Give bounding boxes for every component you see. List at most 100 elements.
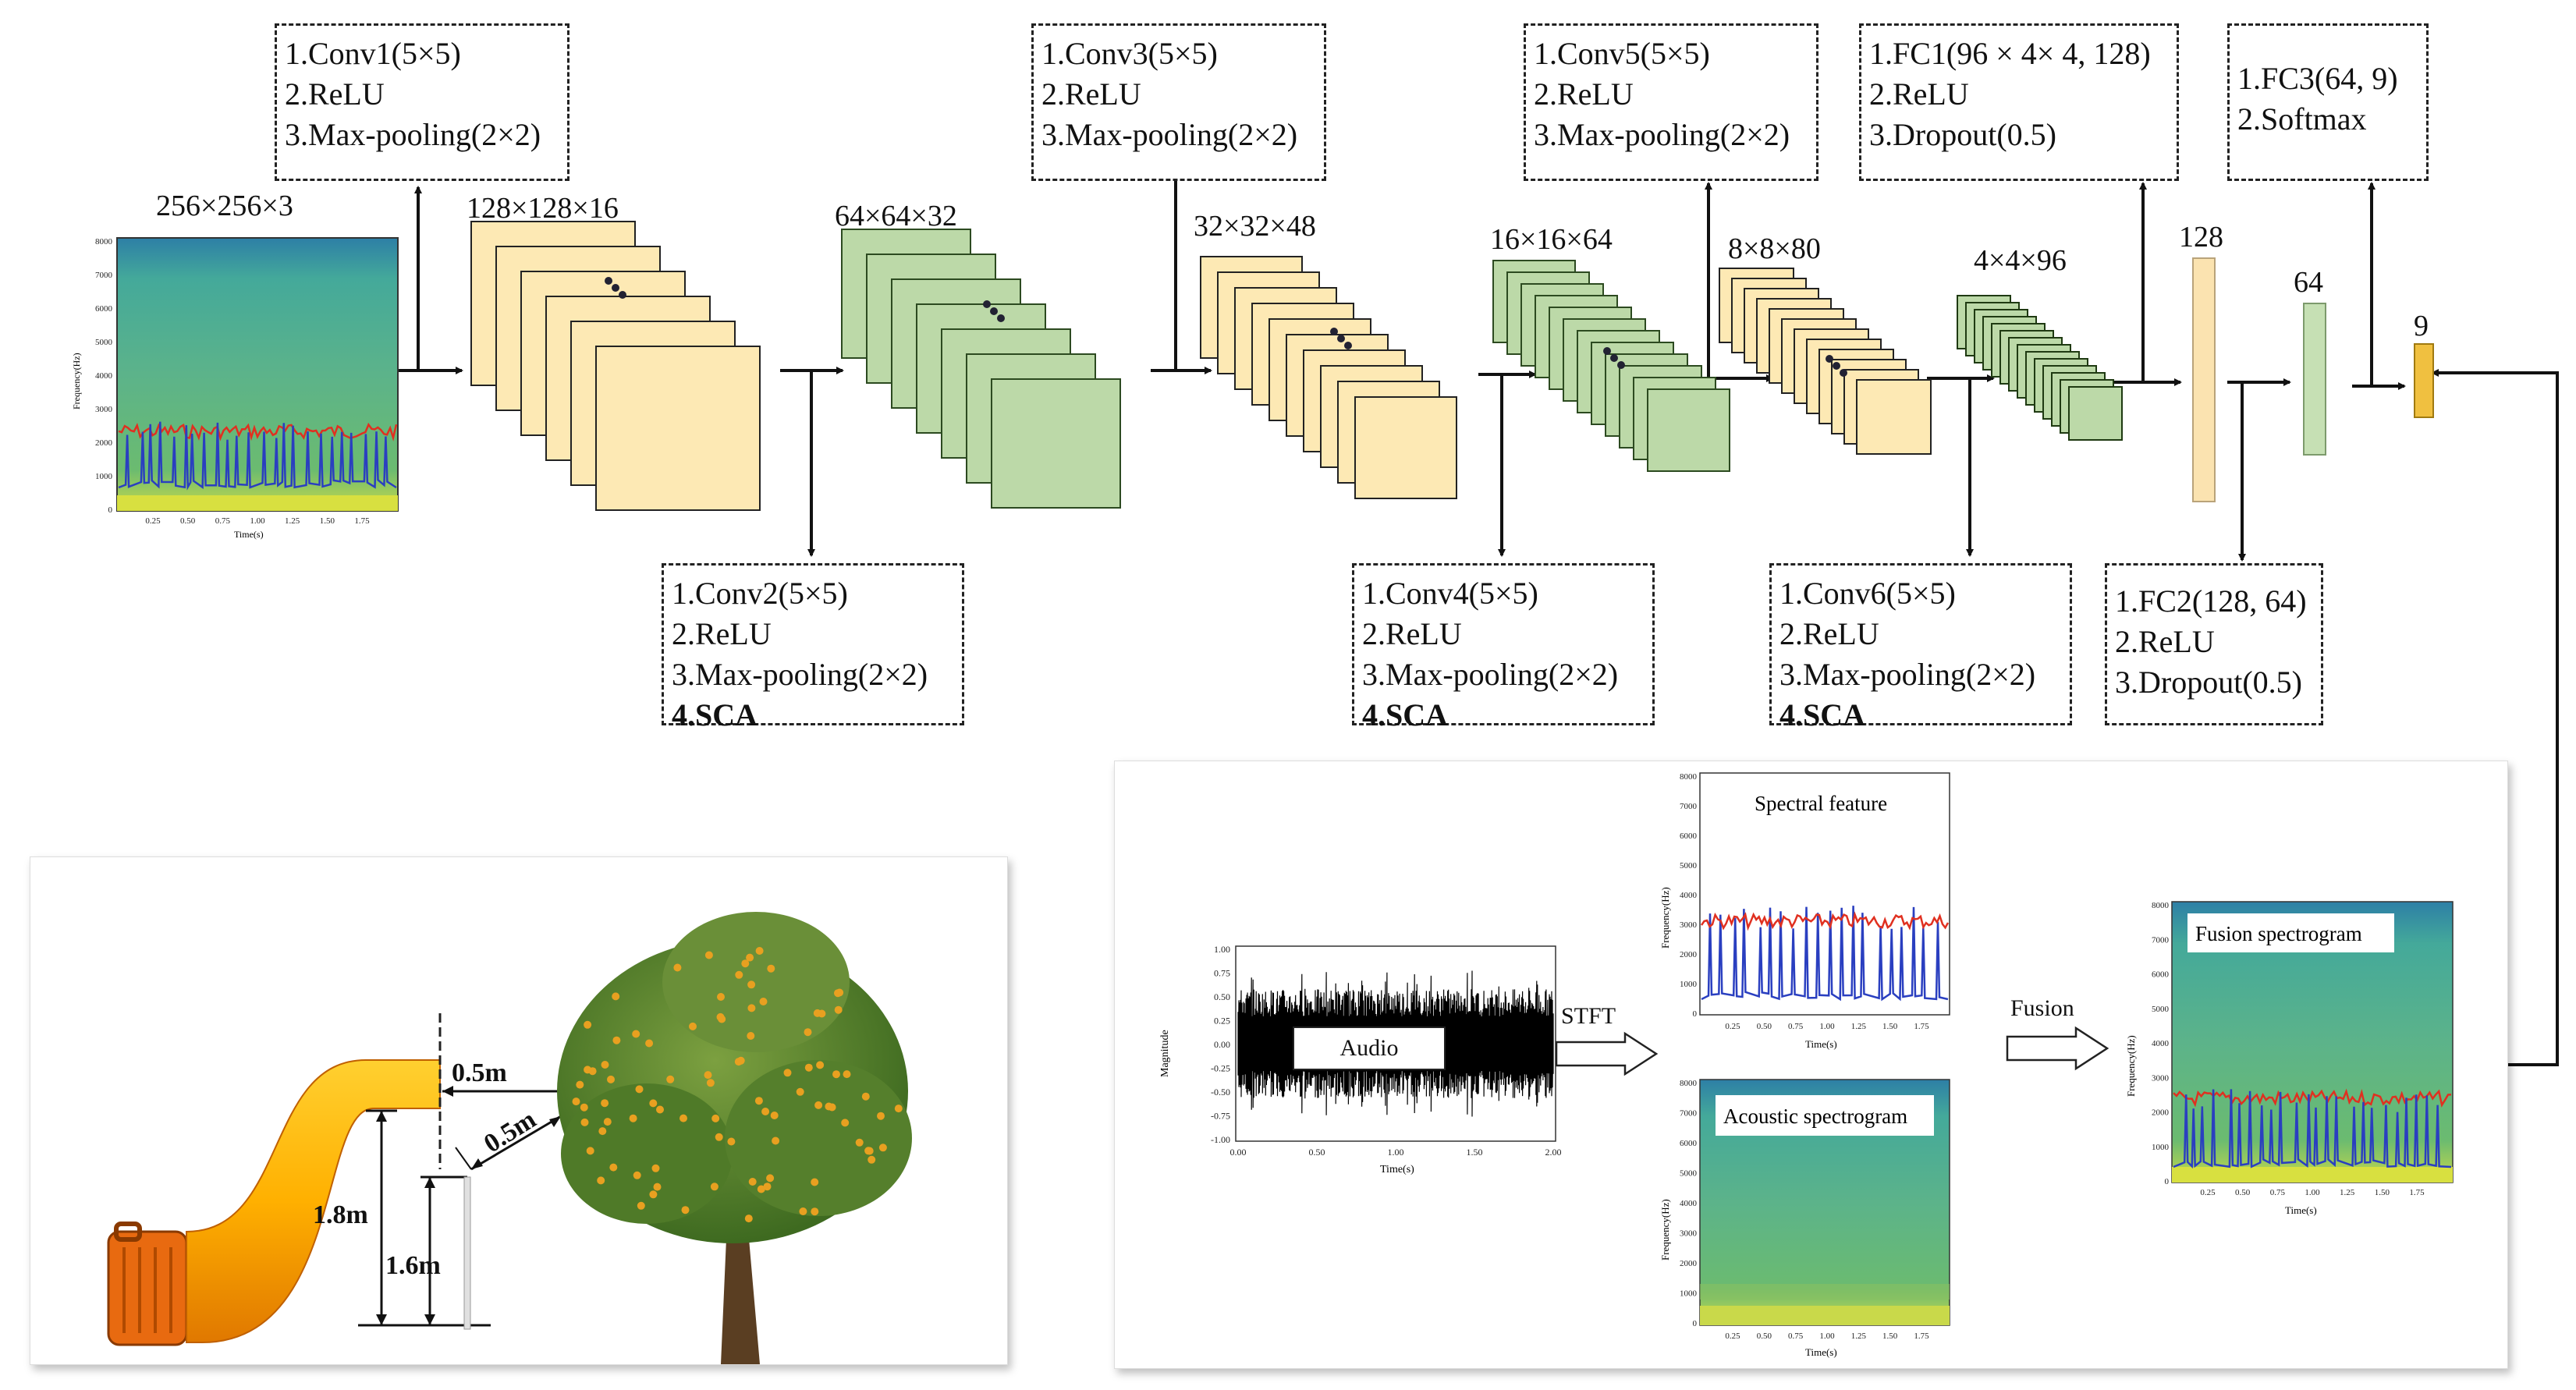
fc2-line-3: 3.Dropout(0.5) [2115,665,2302,700]
y-tick-label: 6000 [2152,970,2170,980]
input-dim-label: 256×256×3 [156,190,293,222]
feature-map-stack-5 [1719,268,1932,455]
arrow-fusion-to-fc9 [2431,369,2559,1066]
conv4-line-1: 1.Conv4(5×5) [1362,576,1538,611]
fruit-dot [748,1178,757,1186]
fruit-dot [861,1092,870,1101]
conv6-box: 1.Conv6(5×5) 2.ReLU 3.Max-pooling(2×2) 4… [1769,563,2072,732]
conv3-line-2: 2.ReLU [1041,76,1141,112]
fruit-dot [747,1004,756,1012]
x-tick-label: 0.25 [2200,1188,2216,1197]
fruit-dot [580,1118,589,1126]
y-tick-label: 0 [108,505,113,515]
x-tick-label: 0.50 [180,516,196,526]
fruit-dot [612,992,620,1001]
fruit-dot [843,1070,851,1079]
ellipsis-dot [1840,369,1847,377]
fruit-dot [865,1147,874,1155]
y-tick-label: 2000 [1680,950,1698,959]
y-tick-label: -0.75 [1211,1111,1230,1122]
fruit-dot [757,1185,765,1193]
fruit-dot [704,951,713,959]
x-tick-label: 1.00 [1819,1022,1835,1031]
conv1-box: 1.Conv1(5×5) 2.ReLU 3.Max-pooling(2×2) [275,23,569,181]
spectral-blue-line [118,421,397,491]
fruit-dot [597,1176,605,1185]
y-tick-label: 0.25 [1214,1016,1230,1027]
fruit-dot [832,1070,840,1079]
ellipsis-dot [1603,347,1611,355]
fc128-dim-label: 128 [2179,221,2223,254]
fruit-dot [612,1036,621,1044]
input-y-label: Frequency(Hz) [71,353,82,410]
y-tick-label: 2000 [2152,1108,2170,1118]
fusion-label: Fusion [2010,995,2074,1021]
fruit-dot [763,1183,772,1191]
height-outlet-label: 1.8m [313,1200,368,1229]
fruit-dot [656,1105,664,1114]
fruit-dot [710,1183,719,1191]
x-tick-label: 1.00 [1388,1147,1404,1158]
conv6-line-1: 1.Conv6(5×5) [1779,576,1956,611]
x-tick-label: 1.00 [1819,1331,1835,1341]
air-pipe [186,1059,441,1343]
fc2-line-1: 1.FC2(128, 64) [2115,583,2307,619]
fc1-box: 1.FC1(96 × 4× 4, 128) 2.ReLU 3.Dropout(0… [1859,23,2179,181]
conv4-line-4: 4.SCA [1362,697,1449,732]
conv5-box: 1.Conv5(5×5) 2.ReLU 3.Max-pooling(2×2) [1524,23,1818,181]
x-tick-label: 0.50 [1757,1331,1772,1341]
y-tick-label: 8000 [1680,772,1698,782]
fc128-bar [2192,257,2216,502]
fruit-dot [576,1080,584,1089]
y-tick-label: 4000 [1680,1199,1698,1208]
fruit-dot [649,1190,658,1199]
f1-dim-label: 128×128×16 [467,192,619,225]
fruit-dot [653,1183,662,1191]
y-tick-label: 7000 [1680,1109,1698,1119]
input-x-label: Time(s) [234,529,264,540]
x-tick-label: 1.00 [2305,1188,2320,1197]
spectral-blue-line [1701,906,1949,1002]
fruit-dot [632,1030,640,1038]
spectral-red-line [2173,1088,2452,1108]
spectral-y-label: Frequency(Hz) [1659,887,1671,949]
fc3-line-2: 2.Softmax [2237,101,2367,137]
y-tick-label: 7000 [95,271,113,280]
conv1-line-3: 3.Max-pooling(2×2) [285,117,541,152]
fruit-dot [588,1067,597,1076]
fruit-dot [747,980,756,989]
x-tick-label: 1.25 [1851,1022,1867,1031]
y-tick-label: 3000 [1680,1229,1698,1239]
fruit-dot [635,1085,644,1094]
y-tick-label: 0 [1693,1319,1698,1328]
x-tick-label: 0.50 [2235,1188,2251,1197]
y-tick-label: 5000 [1680,1169,1698,1179]
x-tick-label: 1.50 [2375,1188,2390,1197]
fruit-dot [645,1039,654,1048]
x-tick-label: 0.75 [1788,1331,1804,1341]
ellipsis-dot [1330,328,1338,335]
conv5-line-1: 1.Conv5(5×5) [1534,36,1710,71]
x-tick-label: 0.50 [1309,1147,1325,1158]
fruit-dot [804,1028,812,1037]
ellipsis-dot [1344,342,1352,349]
fc3-box: 1.FC3(64, 9) 2.Softmax [2227,23,2429,181]
fc3-line-1: 1.FC3(64, 9) [2237,61,2398,96]
spectral-x-label: Time(s) [1805,1038,1837,1050]
conv4-box: 1.Conv4(5×5) 2.ReLU 3.Max-pooling(2×2) 4… [1352,563,1655,732]
fruit-dot [772,1136,780,1145]
x-tick-label: 1.25 [285,516,300,526]
conv5-line-3: 3.Max-pooling(2×2) [1534,117,1790,152]
fc1-line-1: 1.FC1(96 × 4× 4, 128) [1869,36,2151,71]
fruit-dot [747,1032,755,1040]
y-tick-label: 6000 [1680,832,1698,841]
ellipsis-dot [605,277,612,285]
fruit-dot [586,1147,594,1155]
feature-map-stack-2 [841,229,1121,509]
conv4-line-3: 3.Max-pooling(2×2) [1362,657,1619,692]
y-tick-label: 1000 [95,472,113,481]
setup-illustration [107,912,912,1364]
